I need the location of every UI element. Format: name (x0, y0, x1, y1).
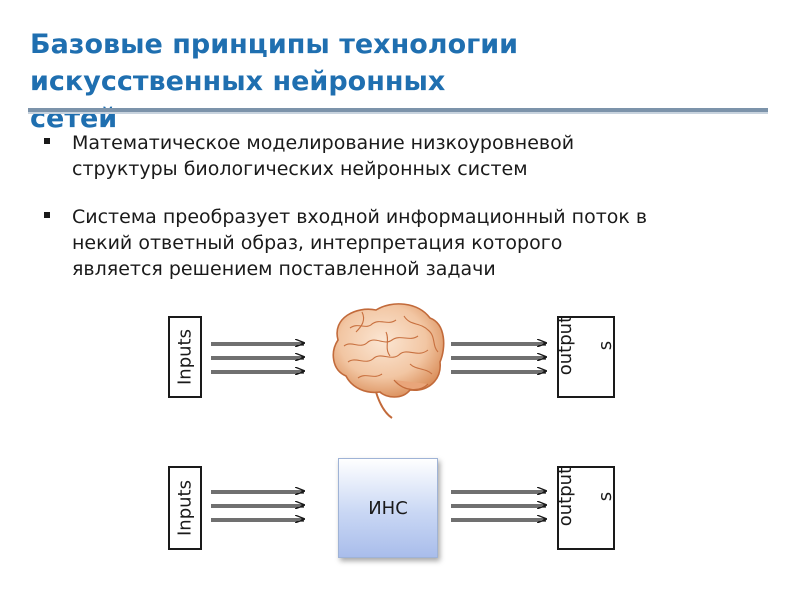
bullet-line: некий ответный образ, интерпретация кото… (72, 232, 563, 254)
outputs-box: output s (555, 466, 616, 550)
output-arrows-bottom (451, 491, 546, 521)
brain-icon (332, 303, 445, 419)
bullet-line: Математическое моделирование низкоуровне… (72, 132, 575, 154)
title-divider (28, 108, 768, 112)
inputs-box: Inputs (168, 466, 202, 550)
title-divider-shadow (28, 112, 768, 114)
inputs-box: Inputs (168, 316, 202, 398)
slide-title: Базовые принципы технологии искусственны… (30, 26, 590, 137)
input-arrows-bottom (211, 491, 304, 521)
bullet-line: структуры биологических нейронных систем (72, 158, 528, 180)
outputs-label-line: s (595, 340, 616, 351)
outputs-label-line: output (555, 466, 576, 527)
ins-block: ИНС (338, 458, 438, 558)
bullet-line: Система преобразует входной информационн… (72, 206, 648, 228)
inputs-label: Inputs (174, 329, 196, 385)
outputs-label-line: output (555, 315, 576, 376)
input-arrows-top (211, 343, 304, 373)
bullet-list: Математическое моделирование низкоуровне… (42, 130, 772, 304)
title-line: Базовые принципы технологии (30, 29, 519, 60)
output-arrows-top (451, 343, 546, 373)
title-line: искусственных нейронных (30, 66, 446, 97)
bullet-line: является решением поставленной задачи (72, 258, 496, 280)
outputs-box: output s (555, 316, 616, 398)
inputs-label: Inputs (174, 480, 196, 536)
outputs-label-line: s (595, 491, 616, 502)
outputs-label: output s (536, 467, 636, 549)
ins-label: ИНС (368, 497, 408, 519)
bullet-item: Система преобразует входной информационн… (42, 204, 772, 282)
bullet-square-icon (44, 138, 50, 144)
bullet-square-icon (44, 212, 50, 218)
bullet-item: Математическое моделирование низкоуровне… (42, 130, 772, 182)
outputs-label: output s (536, 316, 636, 398)
